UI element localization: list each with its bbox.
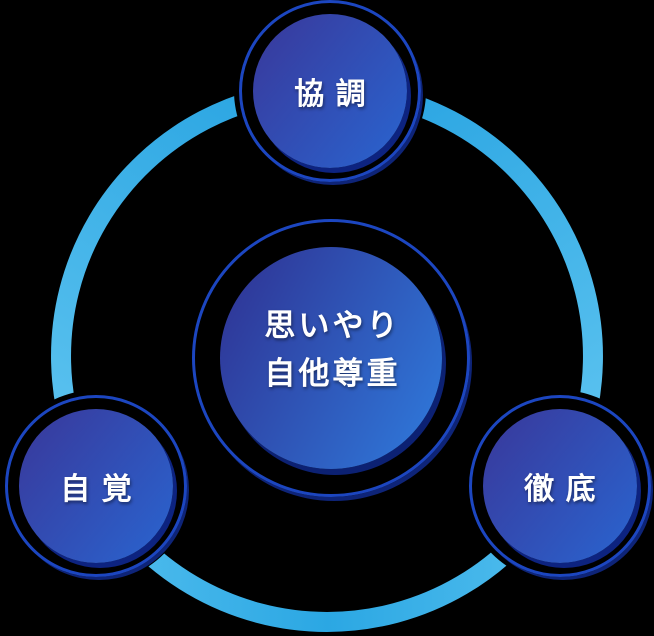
node-label: 徹底 [524,473,608,506]
node-circle: 思いやり 自他尊重 [220,247,442,469]
node-circle: 協調 [253,14,407,168]
center-label: 思いやり 自他尊重 [261,302,401,398]
node-label: 自覚 [60,473,144,506]
node-circle: 自覚 [19,409,173,563]
node-label: 協調 [294,78,378,111]
node-outline-ring [5,395,187,577]
node-outline-ring [192,219,470,497]
center-label-line1: 思いやり [264,308,401,343]
node-bottom-left-awareness: 自覚 [0,390,192,582]
node-circle: 徹底 [483,409,637,563]
center-label-line2: 自他尊重 [264,356,401,391]
node-outline-ring [469,395,651,577]
node-bottom-right-thoroughness: 徹底 [464,390,654,582]
center-node-core-value: 思いやり 自他尊重 [186,213,476,503]
node-outline-ring [239,0,421,182]
node-top-cooperation: 協調 [234,0,426,187]
